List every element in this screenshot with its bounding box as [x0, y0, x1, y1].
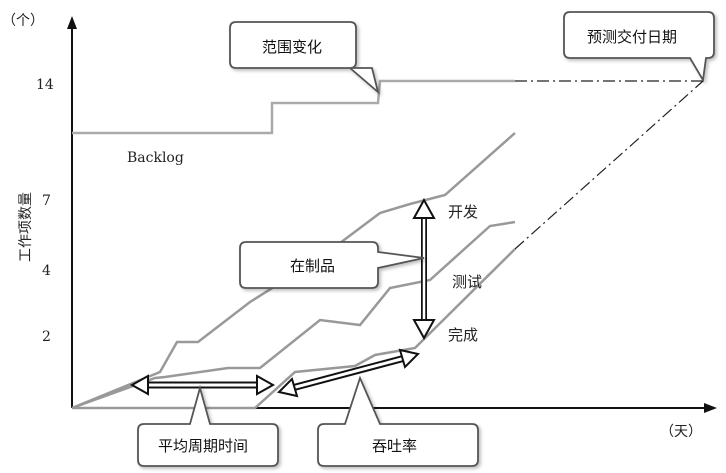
y-unit-label: （个） [2, 13, 44, 29]
done-line [72, 248, 516, 410]
scope-change-text: 范围变化 [262, 38, 322, 56]
y-tick-7: 7 [42, 193, 51, 209]
done-label: 完成 [448, 326, 478, 344]
dev-label: 开发 [448, 203, 478, 221]
forecast-date-text: 预测交付日期 [587, 28, 677, 46]
x-axis-arrow-icon [704, 403, 717, 413]
axes [67, 16, 717, 413]
throughput-callout [317, 375, 479, 467]
backlog-label: Backlog [127, 150, 184, 166]
y-axis-arrow-icon [67, 16, 77, 29]
y-tick-4: 4 [42, 263, 51, 279]
throughput-text: 吞吐率 [372, 437, 417, 455]
done-forecast-line [514, 80, 704, 250]
y-tick-14: 14 [36, 77, 54, 93]
avg-cycle-time-callout [137, 384, 279, 467]
cycle-time-double-arrow [129, 374, 276, 396]
test-line [71, 220, 516, 410]
wip-double-arrow [412, 197, 436, 341]
y-tick-2: 2 [42, 329, 51, 345]
scope-change-callout [229, 21, 380, 95]
avg-cycle-time-text: 平均周期时间 [158, 437, 248, 455]
y-axis-title: 工作项数量 [18, 192, 34, 262]
wip-text: 在制品 [290, 257, 335, 275]
throughput-double-arrow [277, 348, 420, 398]
wip-callout [239, 241, 425, 289]
x-unit-label: （天） [660, 424, 702, 440]
forecast-date-callout [563, 11, 715, 83]
backlog-line [72, 79, 515, 135]
test-label: 测试 [452, 273, 482, 291]
